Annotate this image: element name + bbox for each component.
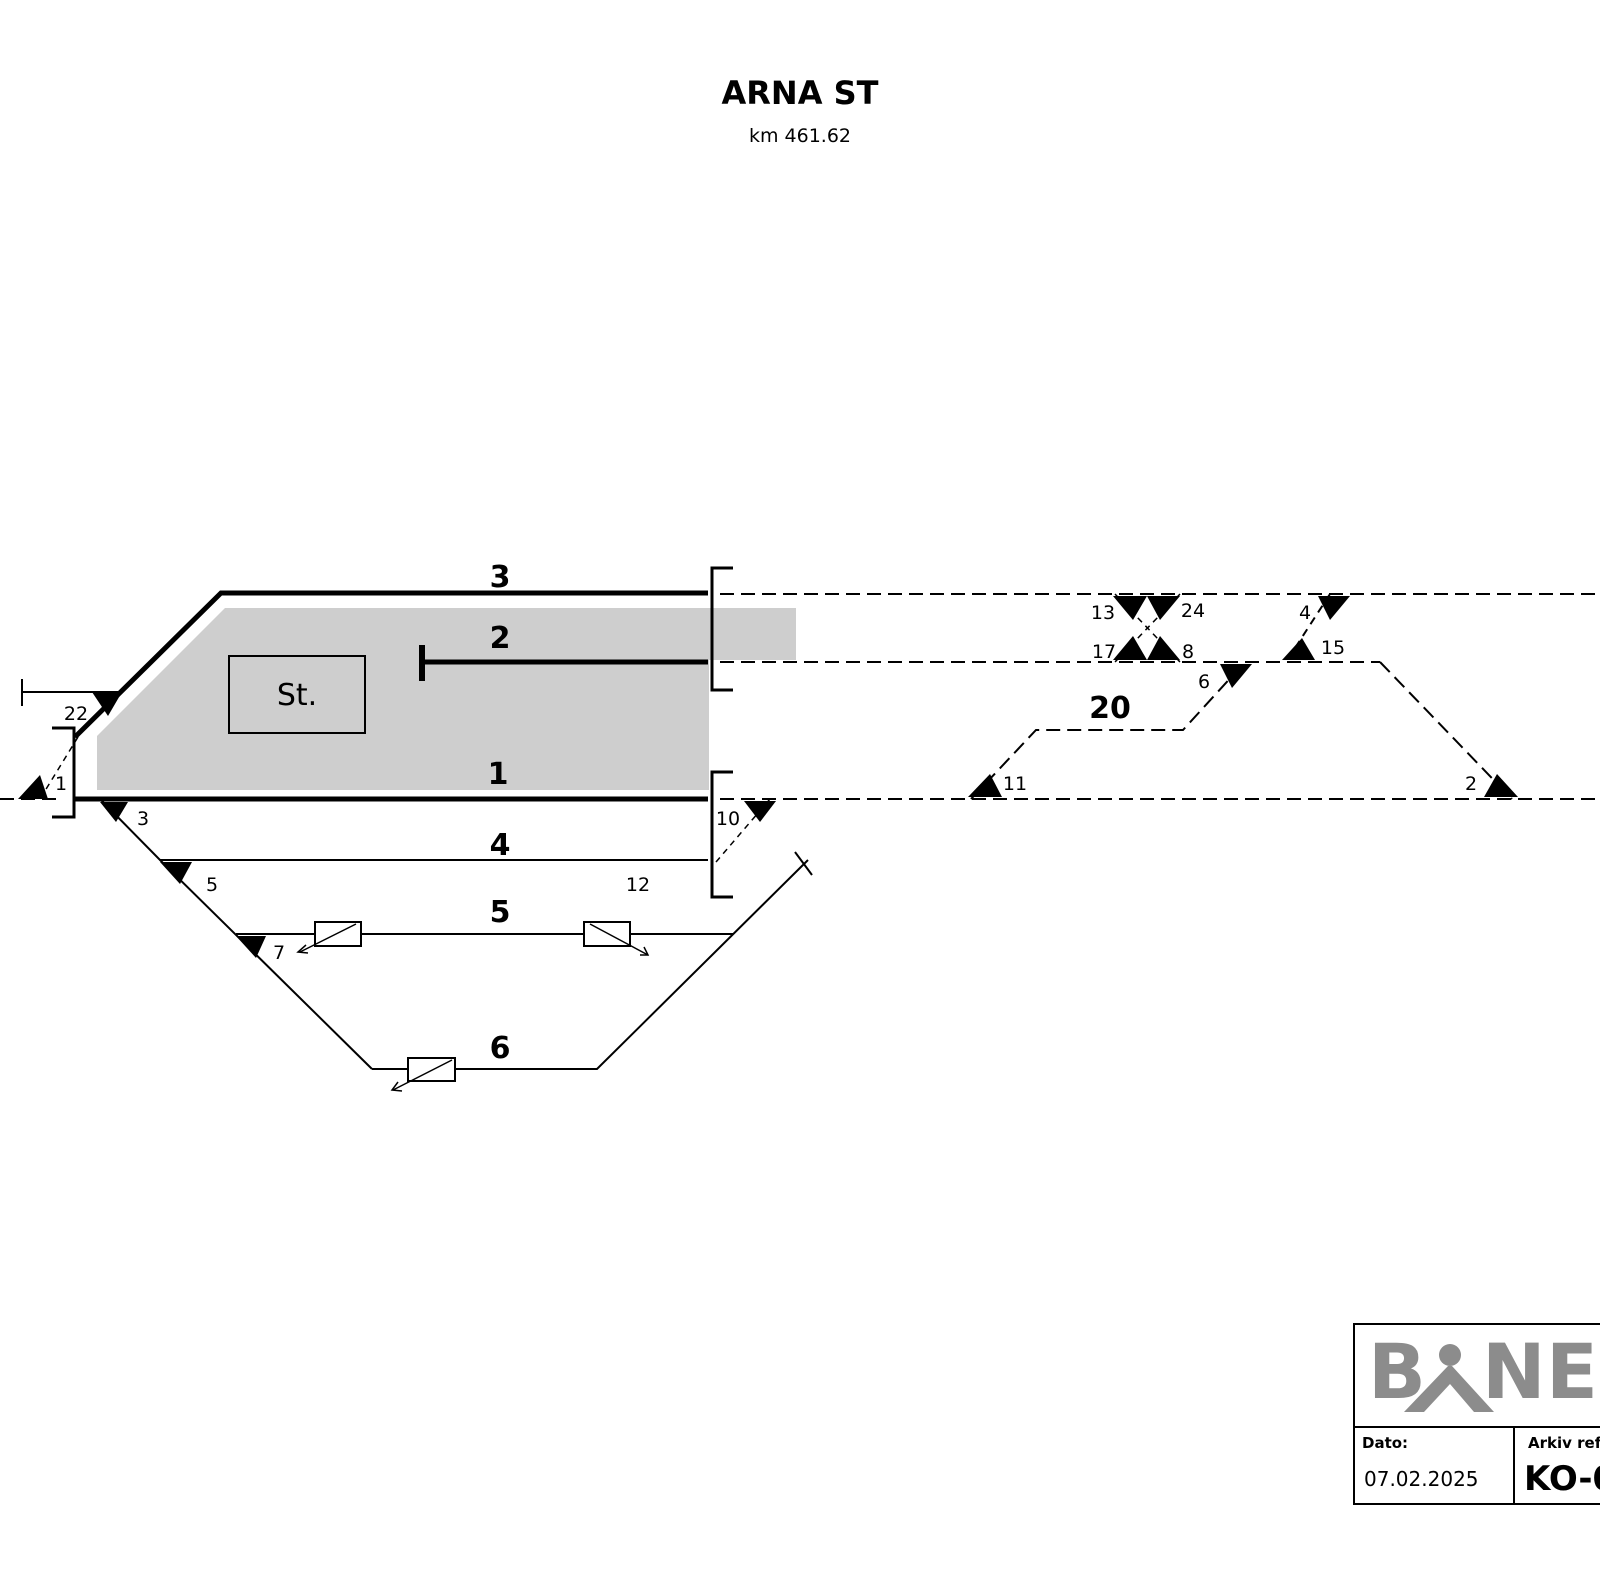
switch-number-12: 12 xyxy=(626,874,650,896)
switch-number-11: 11 xyxy=(1003,773,1027,795)
bane-logo: B N E xyxy=(1368,1327,1598,1416)
track-6-end xyxy=(794,851,813,876)
switch-triangle-15 xyxy=(1282,638,1315,660)
track-3 xyxy=(73,590,708,739)
title-block: B N E Dato: 07.02.2025 Arkiv ref. KO-0 xyxy=(1353,1323,1600,1505)
logo-letter-n: N xyxy=(1482,1327,1546,1416)
track-label-1: 1 xyxy=(488,757,509,792)
switch-triangle-11 xyxy=(968,774,1002,797)
switch-number-1: 1 xyxy=(55,773,67,795)
diagram-title: ARNA ST xyxy=(722,74,879,112)
switch-number-3: 3 xyxy=(137,808,149,830)
logo-letter-e: E xyxy=(1546,1327,1598,1416)
track-label-20: 20 xyxy=(1089,691,1131,726)
platform-bracket-lower xyxy=(710,770,733,899)
switch-triangle-17 xyxy=(1113,636,1147,660)
station-building xyxy=(228,655,366,734)
date-value: 07.02.2025 xyxy=(1364,1467,1479,1491)
switch-number-15: 15 xyxy=(1321,637,1345,659)
km-marker: km 461.62 xyxy=(749,125,851,147)
track-label-5: 5 xyxy=(490,895,511,930)
switch-number-24: 24 xyxy=(1181,600,1205,622)
crossover-1 xyxy=(39,736,79,800)
track-6 xyxy=(372,859,809,1070)
track-4 xyxy=(99,798,708,861)
archive-label: Arkiv ref. xyxy=(1528,1434,1600,1452)
switch-triangle-4 xyxy=(1318,596,1350,620)
switch-number-13: 13 xyxy=(1091,602,1115,624)
platform-bracket-left xyxy=(52,726,76,819)
switch-triangle-6 xyxy=(1220,664,1252,688)
derailer-6 xyxy=(390,1057,456,1092)
switch-triangle-13 xyxy=(1113,596,1147,620)
switch-number-5: 5 xyxy=(206,874,218,896)
track-4-branch xyxy=(159,859,373,1070)
switch-triangle-24 xyxy=(1147,596,1180,620)
derailer-left-5 xyxy=(296,921,362,954)
switch-triangle-1 xyxy=(18,775,48,799)
track-label-3: 3 xyxy=(490,560,511,595)
switch-triangle-7 xyxy=(236,936,266,958)
track-label-2: 2 xyxy=(490,621,511,656)
switch-number-6: 6 xyxy=(1198,671,1210,693)
connector-2 xyxy=(1379,661,1513,800)
switch-number-10: 10 xyxy=(716,808,740,830)
switch-number-2: 2 xyxy=(1465,773,1477,795)
switch-triangle-5 xyxy=(160,862,192,884)
switch-number-17: 17 xyxy=(1092,641,1116,663)
track-20 xyxy=(970,661,1246,800)
station-building-label: St. xyxy=(277,678,317,713)
switch-triangle-8 xyxy=(1147,636,1180,660)
switch-triangle-22 xyxy=(92,692,122,716)
switch-triangle-10 xyxy=(744,801,776,822)
switch-number-7: 7 xyxy=(273,942,285,964)
switch-number-4: 4 xyxy=(1299,602,1311,624)
date-label: Dato: xyxy=(1362,1434,1408,1452)
archive-value: KO-0 xyxy=(1524,1459,1600,1499)
track-label-6: 6 xyxy=(490,1031,511,1066)
platform xyxy=(97,608,796,790)
switch-number-22: 22 xyxy=(64,703,88,725)
switch-number-8: 8 xyxy=(1182,641,1194,663)
derailer-right-5 xyxy=(583,921,650,956)
track-label-4: 4 xyxy=(490,828,511,863)
switch-triangle-3 xyxy=(100,802,128,822)
switch-triangle-2 xyxy=(1484,774,1518,797)
platform-bracket-upper xyxy=(710,566,733,692)
